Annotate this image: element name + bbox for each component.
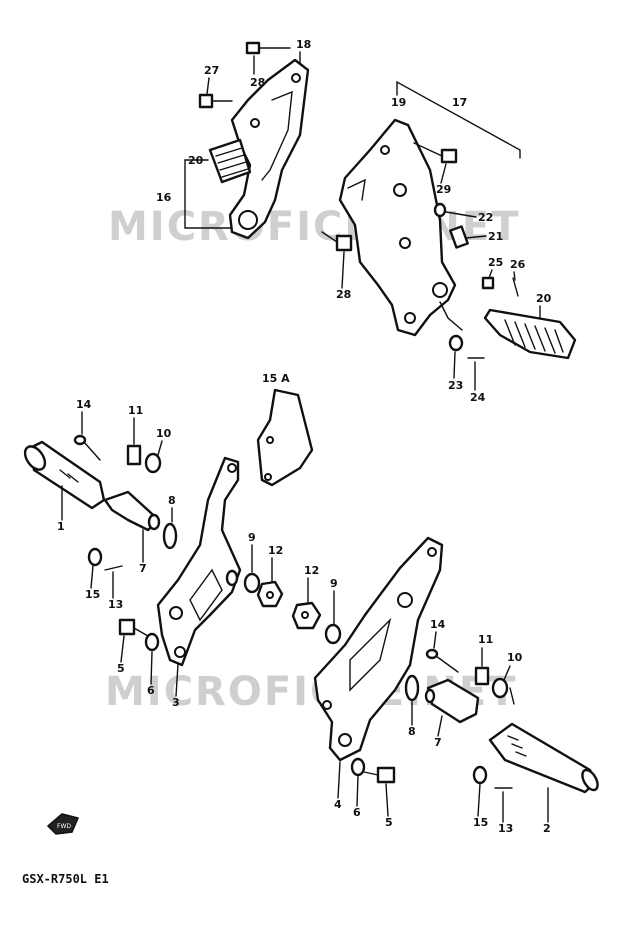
callout: 12 xyxy=(304,564,319,577)
callout: 8 xyxy=(168,494,176,507)
callout: 6 xyxy=(353,806,361,819)
callout: 3 xyxy=(172,696,180,709)
callout: 20 xyxy=(536,292,552,305)
bolt-28-top xyxy=(245,41,291,55)
callout: 24 xyxy=(470,391,486,404)
callout: 20 xyxy=(188,154,204,167)
callout: 5 xyxy=(117,662,125,675)
left-bracket-3 xyxy=(156,456,242,667)
leader-lines xyxy=(61,51,549,823)
callout: 11 xyxy=(478,633,493,646)
washer-8-right xyxy=(404,674,420,702)
callout: 28 xyxy=(250,76,265,89)
callout: 19 xyxy=(391,96,406,109)
left-pivot-7 xyxy=(103,490,161,532)
washer-9-right xyxy=(324,623,342,645)
bolt-28-mid xyxy=(321,231,353,252)
bolt-27 xyxy=(198,93,233,109)
right-bracket-4 xyxy=(313,536,444,762)
left-rear-bracket xyxy=(228,58,310,240)
cap-11-right xyxy=(474,666,490,686)
callout: 2 xyxy=(543,822,551,835)
callout: 23 xyxy=(448,379,463,392)
callout: 17 xyxy=(452,96,467,109)
callout: 15 A xyxy=(262,372,290,385)
washer-15-right xyxy=(472,765,488,785)
callout: 13 xyxy=(108,598,123,611)
right-rear-bracket xyxy=(338,118,457,337)
callout: 28 xyxy=(336,288,351,301)
callout: 12 xyxy=(268,544,283,557)
callout: 15 xyxy=(473,816,488,829)
bolt-5-left xyxy=(118,618,149,637)
callout: 10 xyxy=(156,427,172,440)
callout: 25 xyxy=(488,256,503,269)
pin-22 xyxy=(433,202,447,218)
nut-12-left xyxy=(256,580,284,608)
watermark-upper: MICROFICHE.NET xyxy=(108,204,521,250)
washer-6-left xyxy=(144,632,160,652)
bracket-line-16 xyxy=(184,159,233,229)
bolt-29 xyxy=(413,142,458,164)
callout: 6 xyxy=(147,684,155,697)
callout: 29 xyxy=(436,183,451,196)
callout: 9 xyxy=(248,531,256,544)
washer-9-left xyxy=(243,572,261,594)
callout: 16 xyxy=(156,191,172,204)
pin-13-left xyxy=(104,565,123,571)
nut-12-right xyxy=(291,601,322,630)
cotter-26 xyxy=(512,277,519,297)
callout: 11 xyxy=(128,404,143,417)
pin-21 xyxy=(449,225,469,249)
callout: 9 xyxy=(330,577,338,590)
callout: 7 xyxy=(434,736,442,749)
callout: 4 xyxy=(334,798,342,811)
cover-15A xyxy=(256,388,314,487)
spring-10 xyxy=(144,452,162,474)
callout: 5 xyxy=(385,816,393,829)
callout: 7 xyxy=(139,562,147,575)
washer-6-right xyxy=(350,757,366,777)
pin-14 xyxy=(73,434,101,461)
callout: 14 xyxy=(76,398,92,411)
left-footpeg-rubber xyxy=(208,138,252,184)
callout: 14 xyxy=(430,618,446,631)
model-code: GSX-R750L E1 xyxy=(22,872,109,886)
pin-14-right xyxy=(425,648,459,673)
callout: 21 xyxy=(488,230,503,243)
bolt-5-right xyxy=(363,766,396,784)
svg-text:FWD: FWD xyxy=(57,823,71,830)
washer-8 xyxy=(162,522,178,550)
right-footpeg-2 xyxy=(488,722,599,794)
right-footpeg-20 xyxy=(483,308,577,360)
bracket-line-17 xyxy=(396,80,521,159)
washer-15-left xyxy=(87,547,103,567)
callout: 15 xyxy=(85,588,100,601)
callout: 13 xyxy=(498,822,513,835)
spring-10-right xyxy=(491,677,515,705)
callout: 26 xyxy=(510,258,526,271)
cap-11 xyxy=(126,444,142,466)
callout: 1 xyxy=(57,520,65,533)
callout: 22 xyxy=(478,211,493,224)
callout: 8 xyxy=(408,725,416,738)
washer-25 xyxy=(481,276,495,290)
forward-arrow-icon: FWD xyxy=(46,813,80,835)
callout: 10 xyxy=(507,651,523,664)
callout: 18 xyxy=(296,38,311,51)
callout: 27 xyxy=(204,64,219,77)
right-pivot-7 xyxy=(424,678,480,724)
washer-23 xyxy=(448,334,464,352)
